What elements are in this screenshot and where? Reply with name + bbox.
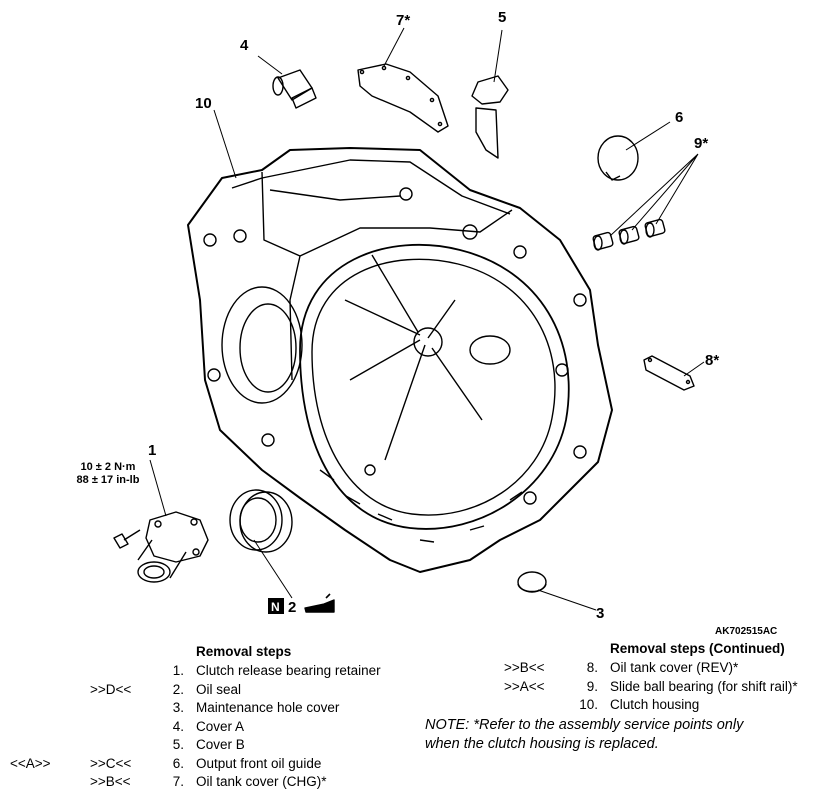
removal-steps-right: Removal steps (Continued) >>B<< 8. Oil tan…: [420, 640, 830, 715]
step-number: 2.: [172, 681, 184, 697]
step-label: Oil tank cover (REV)*: [610, 660, 739, 675]
cover-b: [471, 75, 509, 159]
note-line-1: NOTE: *Refer to the assembly service poi…: [425, 717, 744, 733]
clutch-housing: [187, 147, 613, 573]
exploded-diagram: 1 2 3 4 5 6 7* 8* 9* 10 10 ± 2 N·m 88 ± …: [77, 9, 778, 637]
step-number: 5.: [172, 737, 184, 752]
callout-8: 8*: [705, 352, 719, 369]
step-assembly-ref: >>A<<: [504, 678, 545, 694]
new-part-icon: [268, 598, 284, 614]
step-number: 6.: [172, 755, 184, 771]
left-legend-header: Removal steps: [196, 644, 292, 659]
step-number: 8.: [586, 660, 598, 675]
torque-metric: 10 ± 2 N·m: [81, 461, 136, 473]
slide-ball-bearings: [592, 218, 666, 251]
callout-10: 10: [195, 95, 212, 112]
oil-seal: [229, 489, 293, 553]
removal-steps-left: Removal steps 1. Clutch release bearing r…: [0, 643, 420, 798]
oil-can-icon: [304, 593, 335, 613]
step-label: Maintenance hole cover: [196, 700, 340, 715]
oil-tank-cover-rev: [643, 355, 695, 391]
step-install-ref: <<A>>: [10, 755, 51, 771]
callout-4: 4: [240, 37, 249, 54]
callout-7: 7*: [396, 12, 410, 29]
cover-a: [272, 69, 317, 109]
step-label: Output front oil guide: [196, 755, 322, 771]
new-part-symbol-letter: N: [271, 600, 280, 614]
callout-5: 5: [498, 9, 506, 26]
step-label: Clutch housing: [610, 697, 700, 712]
callout-1: 1: [148, 442, 156, 459]
step-label: Oil tank cover (CHG)*: [196, 774, 327, 789]
step-number: 1.: [172, 663, 184, 678]
step-number: 3.: [172, 700, 184, 715]
step-label: Oil seal: [196, 681, 242, 697]
step-number: 4.: [172, 718, 184, 734]
step-label: Cover B: [196, 737, 245, 752]
figure-id: AK702515AC: [715, 626, 777, 637]
step-number: 9.: [586, 678, 598, 694]
step-assembly-ref: >>D<<: [90, 681, 132, 697]
callout-9: 9*: [694, 135, 708, 152]
right-legend-header: Removal steps (Continued): [610, 641, 785, 656]
callout-6: 6: [675, 109, 683, 126]
step-label: Clutch release bearing retainer: [196, 663, 381, 678]
callout-3: 3: [596, 605, 604, 622]
clutch-release-bearing-retainer: [137, 511, 209, 583]
note-line-2: when the clutch housing is replaced.: [425, 736, 659, 752]
step-number: 7.: [172, 774, 184, 789]
leader-lines: [149, 27, 705, 611]
step-assembly-ref: >>C<<: [90, 755, 132, 771]
output-front-oil-guide: [597, 135, 639, 181]
step-number: 10.: [579, 697, 598, 712]
step-label: Slide ball bearing (for shift rail)*: [610, 678, 798, 694]
callout-2: 2: [288, 599, 296, 616]
retainer-bolt: [113, 529, 141, 549]
step-label: Cover A: [196, 718, 245, 734]
oil-tank-cover-chg: [357, 63, 449, 133]
step-assembly-ref: >>B<<: [90, 774, 131, 789]
note: NOTE: *Refer to the assembly service poi…: [425, 716, 743, 754]
torque-imperial: 88 ± 17 in-lb: [77, 474, 140, 486]
step-assembly-ref: >>B<<: [504, 660, 545, 675]
maintenance-hole-cover: [517, 571, 547, 593]
